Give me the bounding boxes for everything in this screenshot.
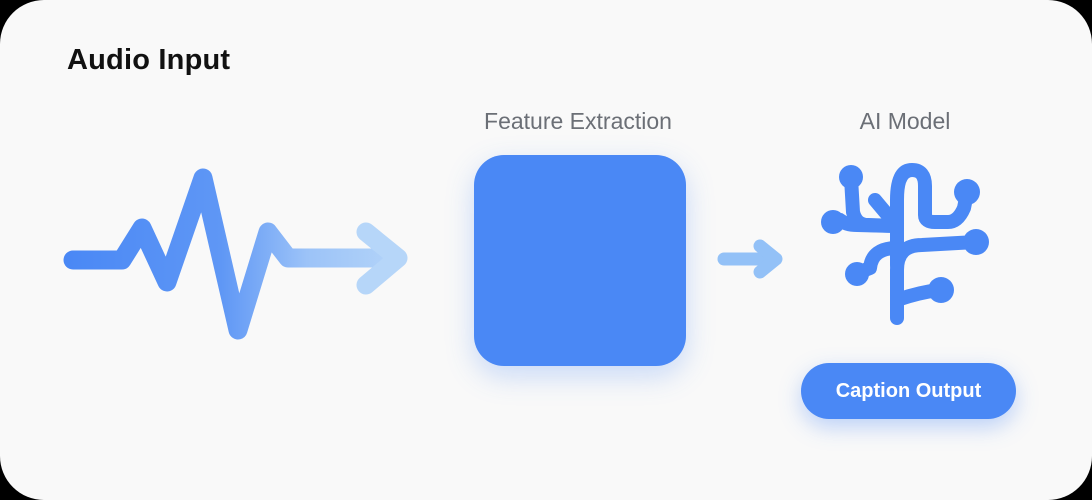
stage-label-ai-model: AI Model [859,108,951,134]
audio-waveform-icon [63,168,408,340]
arrow-right-icon [717,239,783,279]
feature-extraction-box [474,155,686,366]
neural-tree-icon [821,163,989,325]
stage-label-feature-extraction: Feature Extraction [484,108,672,134]
diagram-title: Audio Input [67,44,231,76]
caption-output-button[interactable]: Caption Output [801,363,1016,419]
